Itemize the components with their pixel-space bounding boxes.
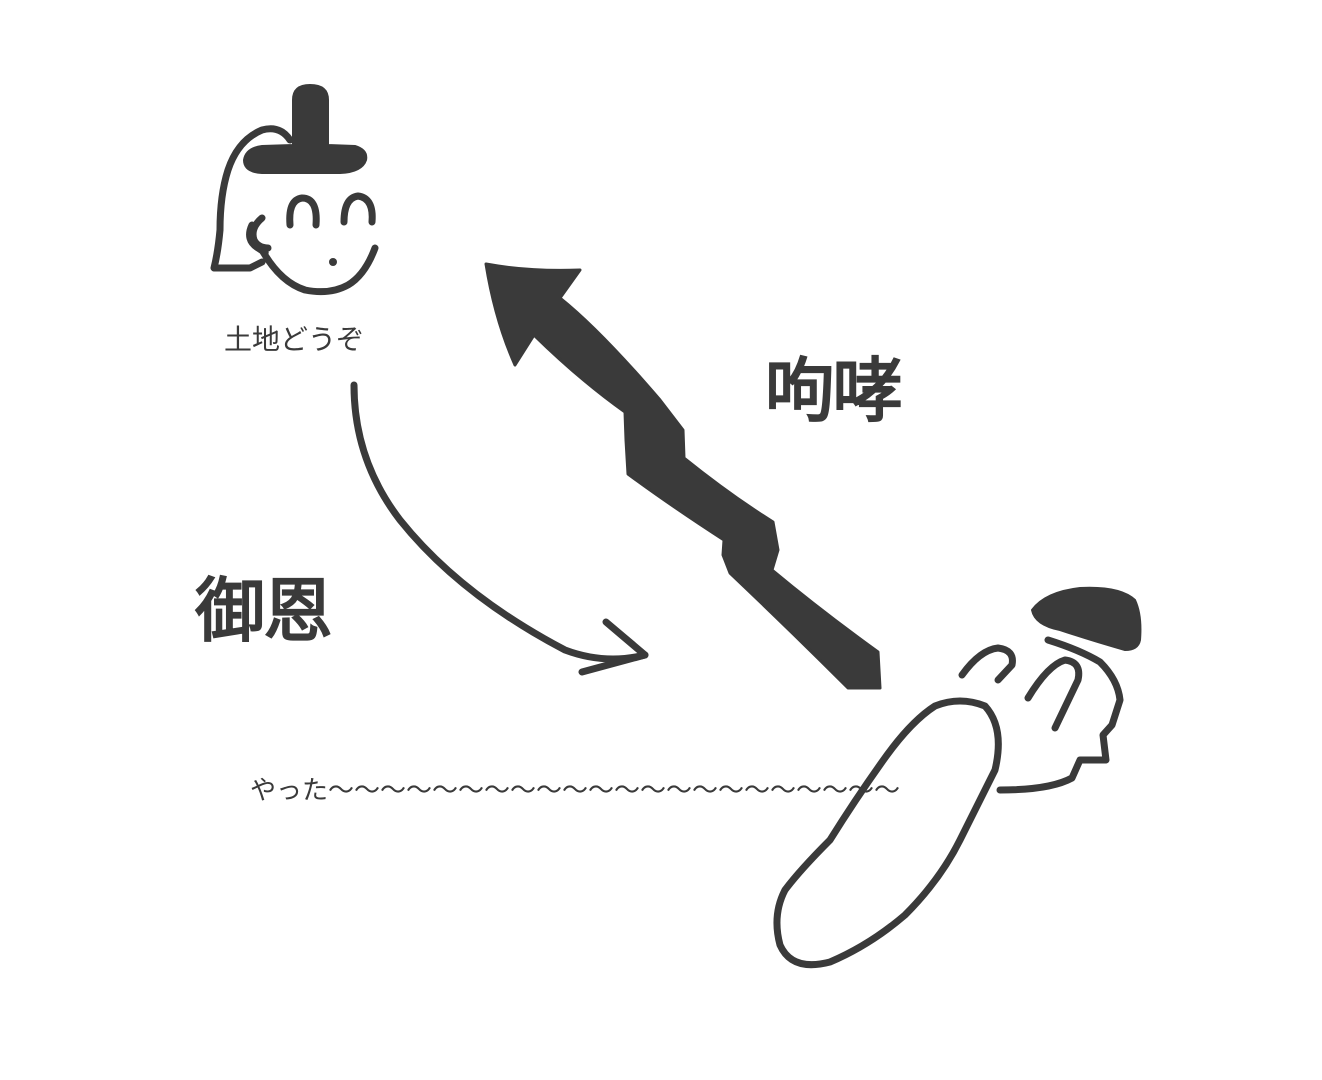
lord-hair xyxy=(210,125,294,272)
lord-face xyxy=(246,221,379,296)
lord-figure xyxy=(210,84,379,296)
lord-speech: 土地どうぞ xyxy=(224,323,365,356)
hoko-arrow xyxy=(484,262,882,690)
vassal-speech: やった〜〜〜〜〜〜〜〜〜〜〜〜〜〜〜〜〜〜〜〜〜〜 xyxy=(250,776,901,806)
lord-eye-left xyxy=(286,194,320,229)
hoko-label: 呴哮 xyxy=(765,350,903,432)
on-arrow xyxy=(350,381,649,676)
lord-ear xyxy=(249,214,272,252)
on-arrow-head xyxy=(578,618,649,676)
on-arrow-shaft xyxy=(350,381,649,663)
vassal-figure xyxy=(773,586,1142,969)
vassal-body xyxy=(773,697,1002,969)
lord-eye-right xyxy=(340,192,376,226)
vassal-hand-1 xyxy=(958,644,1016,684)
lord-nose xyxy=(329,258,337,266)
lord-hat xyxy=(243,84,368,174)
vassal-hat xyxy=(1031,586,1142,651)
vassal-head xyxy=(996,636,1124,794)
vassal-hand-2 xyxy=(1024,656,1083,732)
on-label: 御恩 xyxy=(195,570,333,652)
